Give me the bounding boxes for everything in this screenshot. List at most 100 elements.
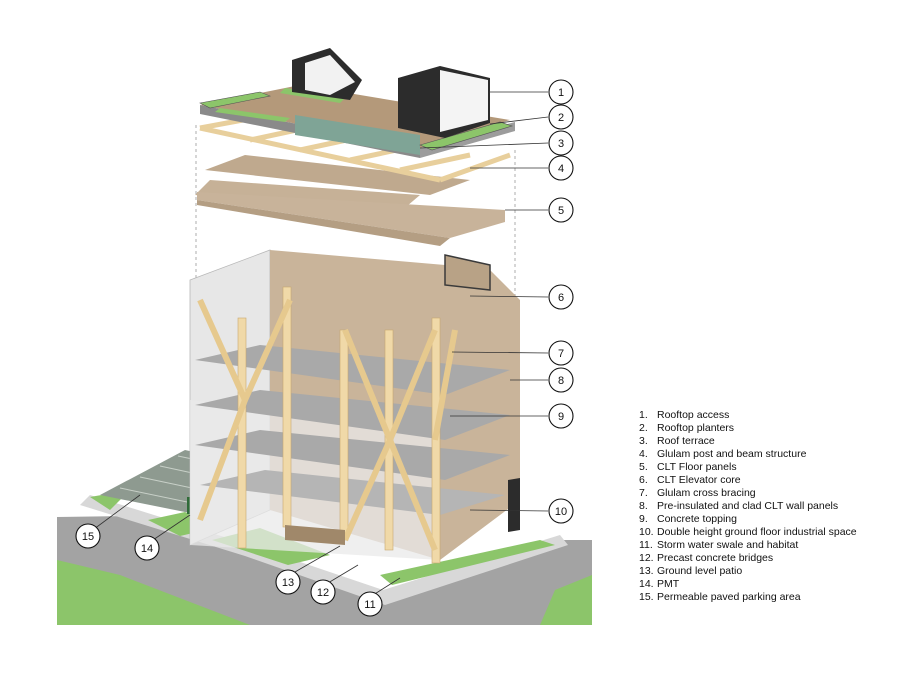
brace [387, 438, 438, 552]
legend-item-text: Rooftop access [657, 409, 730, 421]
legend-item-text: Pre-insulated and clad CLT wall panels [657, 500, 839, 512]
callout-8: 8 [548, 367, 574, 393]
legend-item-text: PMT [657, 578, 680, 590]
roof-beam [199, 125, 441, 183]
callout-4-label: 4 [558, 163, 564, 175]
callout-6: 6 [548, 284, 574, 310]
legend-item: 13.Ground level patio [639, 565, 879, 578]
callout-2-label: 2 [558, 112, 564, 124]
slab-1 [195, 345, 510, 395]
slab-2 [195, 390, 510, 440]
leader-10 [469, 509, 549, 512]
legend-item-number: 13. [639, 565, 654, 577]
guide-lines [195, 125, 516, 300]
legend-item-text: Double height ground floor industrial sp… [657, 526, 857, 538]
callout-7: 7 [548, 340, 574, 366]
clt-panel-upper [205, 155, 470, 195]
callout-12: 12 [310, 579, 336, 605]
legend-item-number: 2. [639, 422, 648, 434]
callout-6-label: 6 [558, 292, 564, 304]
callout-4: 4 [548, 155, 574, 181]
slab-4 [200, 470, 505, 515]
legend-item: 3. Roof terrace [639, 435, 879, 448]
legend-item: 12.Precast concrete bridges [639, 552, 879, 565]
legend-item-text: CLT Floor panels [657, 461, 737, 473]
legend-item-number: 4. [639, 448, 648, 460]
legend-item-text: Ground level patio [657, 565, 743, 577]
legend-item-text: Glulam cross bracing [657, 487, 756, 499]
leader-15 [89, 494, 141, 533]
legend-item-number: 12. [639, 552, 654, 564]
legend-item: 15.Permeable paved parking area [639, 591, 879, 604]
callout-11-label: 11 [364, 599, 375, 611]
legend-item-number: 5. [639, 461, 648, 473]
leader-13 [287, 545, 341, 577]
roof-beam [399, 152, 471, 173]
callout-15: 15 [75, 523, 101, 549]
callout-10-label: 10 [555, 506, 567, 518]
planter [215, 108, 290, 122]
callout-14-label: 14 [141, 543, 153, 555]
legend-item-text: Rooftop planters [657, 422, 735, 434]
callout-5-label: 5 [558, 205, 564, 217]
rooftop-access-right-glass [440, 70, 488, 132]
callout-13: 13 [275, 569, 301, 595]
brace [387, 328, 438, 442]
column [339, 329, 349, 541]
legend-item: 8. Pre-insulated and clad CLT wall panels [639, 500, 879, 513]
sidewalk [80, 495, 568, 605]
legend-item: 7. Glulam cross bracing [639, 487, 879, 500]
planter [199, 91, 272, 109]
callout-15-label: 15 [82, 531, 94, 543]
legend-item-number: 6. [639, 474, 648, 486]
roof-beam [439, 152, 511, 183]
legend-item-number: 1. [639, 409, 648, 421]
legend-item-text: CLT Elevator core [657, 474, 741, 486]
legend-item: 4. Glulam post and beam structure [639, 448, 879, 461]
legend-item: 11.Storm water swale and habitat [639, 539, 879, 552]
legend-item-text: Storm water swale and habitat [657, 539, 799, 551]
callout-3-label: 3 [558, 138, 564, 150]
legend-item-text: Glulam post and beam structure [657, 448, 807, 460]
brace [197, 298, 248, 402]
callout-1: 1 [548, 79, 574, 105]
callouts: 1 2 3 4 5 6 7 8 9 10 11 12 13 14 15 [75, 79, 574, 617]
callout-13-label: 13 [282, 577, 294, 589]
legend-item-number: 7. [639, 487, 648, 499]
ground-patio [285, 525, 345, 545]
legend-item: 14.PMT [639, 578, 879, 591]
dark-strip [508, 478, 520, 532]
callout-9-label: 9 [558, 411, 564, 423]
legend-item: 5. CLT Floor panels [639, 461, 879, 474]
legend-item-text: Roof terrace [657, 435, 715, 447]
callout-8-label: 8 [558, 375, 564, 387]
callout-14: 14 [134, 535, 160, 561]
roof-glazing [295, 115, 420, 155]
legend-item-number: 3. [639, 435, 648, 447]
brace [197, 398, 248, 522]
clt-panel-lower [197, 192, 505, 238]
building [189, 249, 520, 564]
legend-item: 9. Concrete topping [639, 513, 879, 526]
leader-2 [489, 116, 549, 125]
callout-10: 10 [548, 498, 574, 524]
leader-7 [451, 351, 549, 354]
grass-right [540, 575, 592, 625]
leader-3 [419, 142, 549, 149]
legend-item-number: 9. [639, 513, 648, 525]
column [431, 317, 441, 564]
callout-12-label: 12 [317, 587, 329, 599]
roof [199, 48, 515, 158]
legend-item: 1. Rooftop access [639, 409, 879, 422]
legend: 1. Rooftop access 2. Rooftop planters 3. Roof… [639, 409, 879, 604]
legend-item-text: Concrete topping [657, 513, 737, 525]
brace [432, 329, 458, 441]
elevator-core [444, 254, 491, 291]
legend-item-number: 8. [639, 500, 648, 512]
callout-5: 5 [548, 197, 574, 223]
leader-6 [469, 295, 549, 298]
callout-9: 9 [548, 403, 574, 429]
legend-item: 10.Double height ground floor industrial… [639, 526, 879, 539]
legend-item-text: Precast concrete bridges [657, 552, 774, 564]
